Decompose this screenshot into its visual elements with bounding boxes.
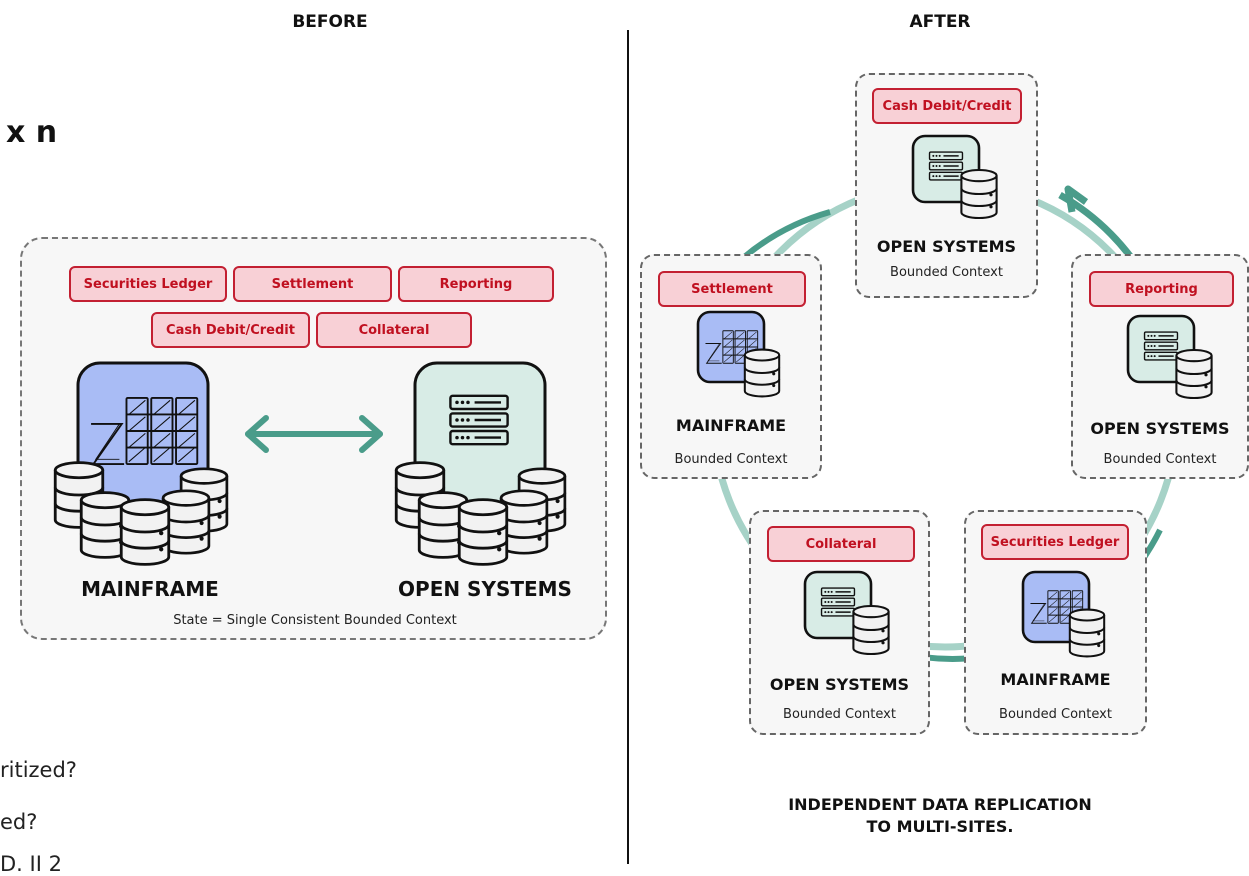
tag-collateral: Collateral — [767, 526, 915, 562]
open-systems-label: OPEN SYSTEMS — [398, 577, 572, 601]
section-divider — [627, 30, 629, 864]
node-4-title: MAINFRAME — [1000, 670, 1111, 689]
mainframe-icon — [696, 310, 781, 398]
server-icon — [394, 361, 567, 566]
node-3-subtitle: Bounded Context — [783, 707, 896, 722]
question-1: ritized? — [0, 758, 77, 782]
database-icon — [852, 604, 890, 656]
double-arrow-icon — [245, 415, 383, 453]
tag-collateral: Collateral — [316, 312, 472, 348]
caption-line-2: TO MULTI-SITES. — [866, 817, 1014, 836]
after-header: AFTER — [909, 12, 971, 32]
node-2-subtitle: Bounded Context — [1103, 452, 1217, 467]
tag-securities-ledger: Securities Ledger — [981, 524, 1129, 560]
node-1-subtitle: Bounded Context — [674, 452, 788, 467]
tag-reporting: Reporting — [398, 266, 554, 302]
database-icon — [743, 348, 781, 398]
server-icon — [1126, 314, 1213, 400]
server-icon — [911, 134, 998, 220]
node-1-title: MAINFRAME — [675, 416, 787, 435]
database-icon — [960, 168, 998, 220]
formula-text: x n — [6, 115, 58, 150]
mainframe-label: MAINFRAME — [81, 577, 219, 601]
node-0-title: OPEN SYSTEMS — [876, 237, 1017, 256]
state-caption: State = Single Consistent Bounded Contex… — [173, 613, 457, 628]
node-4-subtitle: Bounded Context — [999, 707, 1112, 722]
tag-reporting: Reporting — [1089, 271, 1234, 307]
question-3: D. II 2 — [0, 852, 62, 876]
node-2-title: OPEN SYSTEMS — [1090, 419, 1230, 438]
node-3-title: OPEN SYSTEMS — [769, 675, 910, 694]
tag-securities-ledger: Securities Ledger — [69, 266, 227, 302]
tag-settlement: Settlement — [233, 266, 392, 302]
database-icon — [1068, 608, 1106, 658]
server-icon — [803, 570, 890, 656]
tag-cash-debit-credit: Cash Debit/Credit — [151, 312, 310, 348]
mainframe-icon — [1021, 570, 1106, 658]
before-header: BEFORE — [292, 12, 368, 32]
caption-line-1: INDEPENDENT DATA REPLICATION — [788, 795, 1092, 814]
tag-settlement: Settlement — [658, 271, 806, 307]
replication-caption: INDEPENDENT DATA REPLICATION TO MULTI-SI… — [690, 794, 1190, 838]
database-icon — [1175, 348, 1213, 400]
database-icon — [457, 498, 509, 566]
database-icon — [119, 498, 171, 566]
node-0-subtitle: Bounded Context — [890, 265, 1003, 280]
tag-cash-debit-credit: Cash Debit/Credit — [872, 88, 1022, 124]
mainframe-icon — [53, 361, 229, 566]
question-2: ed? — [0, 810, 38, 834]
